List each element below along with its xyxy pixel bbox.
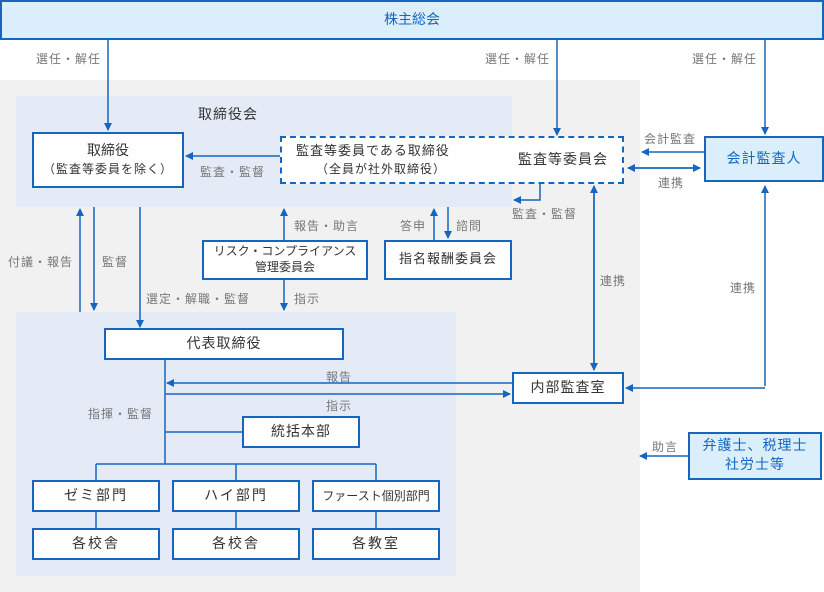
- label-coordination-3: 連携: [730, 281, 757, 295]
- directors-title: 取締役: [87, 143, 129, 160]
- unit-high-label: 各校舎: [212, 535, 260, 552]
- nomination-committee-box: 指名報酬委員会: [384, 240, 512, 280]
- risk-committee-box: リスク・コンプライアンス 管理委員会: [202, 240, 368, 280]
- label-report-answer: 答申: [400, 219, 427, 233]
- risk-committee-line1: リスク・コンプライアンス: [213, 244, 357, 259]
- board-title: 取締役会: [198, 107, 258, 123]
- unit-zemi-box: 各校舎: [32, 528, 160, 560]
- dept-zemi-box: ゼミ部門: [32, 480, 160, 512]
- label-propose-report: 付議・報告: [8, 255, 74, 269]
- label-instruct-1: 指示: [294, 292, 321, 306]
- label-command-supervise: 指揮・監督: [88, 407, 154, 421]
- representative-director-label: 代表取締役: [186, 335, 262, 352]
- label-accounting-audit: 会計監査: [644, 132, 697, 146]
- edge-audit-board: [513, 184, 541, 204]
- internal-audit-label: 内部監査室: [530, 379, 606, 396]
- internal-audit-box: 内部監査室: [512, 372, 624, 404]
- directors-sub: （監査等委員を除く）: [42, 162, 173, 177]
- shareholders-meeting-box: 株主総会: [0, 0, 824, 40]
- accounting-auditor-box: 会計監査人: [704, 136, 824, 182]
- general-hq-label: 統括本部: [271, 423, 331, 440]
- audit-committee-label: 監査等委員会: [518, 152, 608, 168]
- general-hq-box: 統括本部: [242, 416, 360, 448]
- advisors-box: 弁護士、税理士 社労士等: [688, 432, 822, 480]
- label-coordination-1: 連携: [658, 176, 685, 190]
- unit-first-label: 各教室: [352, 535, 400, 552]
- label-elect-2: 選任・解任: [485, 52, 551, 66]
- label-coordination-2: 連携: [600, 274, 627, 288]
- label-elect-3: 選任・解任: [692, 52, 758, 66]
- label-instruct-2: 指示: [326, 399, 353, 413]
- label-report: 報告: [326, 370, 353, 384]
- label-elect-1: 選任・解任: [36, 52, 102, 66]
- label-audit-supervise-2: 監査・監督: [512, 207, 578, 221]
- label-advice: 助言: [652, 440, 679, 454]
- label-select-dismiss: 選定・解職・監督: [146, 292, 251, 306]
- audit-members-sub: （全員が社外取締役）: [316, 161, 447, 176]
- label-report-advice: 報告・助言: [294, 219, 360, 233]
- label-consult: 諮問: [456, 219, 483, 233]
- dept-zemi-label: ゼミ部門: [64, 487, 128, 504]
- label-audit-supervise-1: 監査・監督: [200, 165, 266, 179]
- advisors-line2: 社労士等: [725, 457, 785, 473]
- shareholders-meeting-label: 株主総会: [384, 11, 440, 28]
- directors-box: 取締役 （監査等委員を除く）: [32, 132, 184, 188]
- audit-committee-box: 監査等委員である取締役 （全員が社外取締役） 監査等委員会: [280, 136, 624, 184]
- dept-high-label: ハイ部門: [204, 487, 268, 504]
- risk-committee-line2: 管理委員会: [254, 260, 315, 274]
- unit-first-box: 各教室: [312, 528, 440, 560]
- dept-first-label: ファースト個別部門: [322, 488, 430, 503]
- representative-director-box: 代表取締役: [104, 328, 344, 360]
- accounting-auditor-label: 会計監査人: [726, 150, 802, 167]
- unit-high-box: 各校舎: [172, 528, 300, 560]
- audit-members-title: 監査等委員である取締役: [296, 144, 450, 160]
- label-supervise: 監督: [102, 255, 129, 269]
- nomination-committee-label: 指名報酬委員会: [398, 252, 497, 268]
- unit-zemi-label: 各校舎: [72, 535, 120, 552]
- dept-first-box: ファースト個別部門: [312, 480, 440, 512]
- dept-high-box: ハイ部門: [172, 480, 300, 512]
- advisors-line1: 弁護士、税理士: [702, 438, 808, 455]
